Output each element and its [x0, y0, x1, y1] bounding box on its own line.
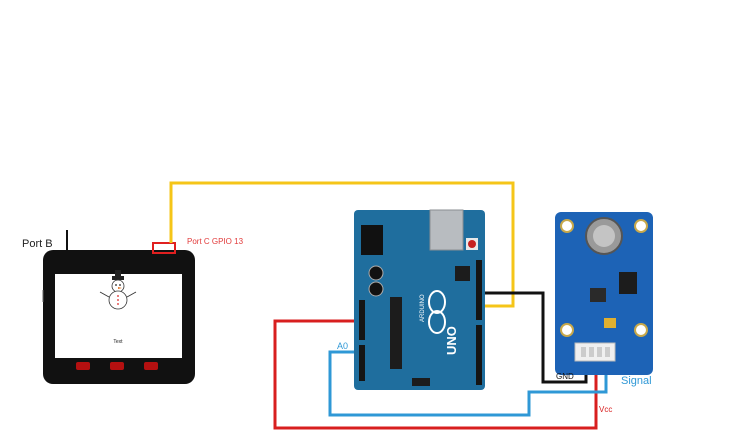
- icsp-header: [412, 378, 430, 386]
- sensor-inductor: [590, 288, 606, 302]
- power-header: [359, 300, 365, 340]
- label-port-c: Port C GPIO 13: [187, 237, 244, 246]
- sensor-cap: [604, 318, 616, 328]
- capacitor-2: [368, 281, 384, 297]
- usb-connector: [429, 209, 464, 251]
- snowman-image: [99, 270, 137, 310]
- wire-red: [273, 319, 598, 430]
- arduino-model-text: UNO: [444, 326, 459, 355]
- usb-chip: [455, 266, 470, 281]
- wire-blue: [328, 350, 608, 417]
- arduino-logo: [428, 290, 446, 334]
- sensor-mount-hole-tl: [560, 219, 574, 233]
- arduino-uno-board: UNO ARDUINO: [354, 209, 485, 390]
- power-jack: [361, 225, 383, 255]
- device-button-a[interactable]: [76, 362, 90, 370]
- label-gnd: GND: [556, 372, 574, 381]
- atmega-chip: [390, 297, 402, 369]
- label-a0: A0: [337, 341, 348, 351]
- wires: [169, 181, 608, 430]
- analog-header: [359, 345, 365, 381]
- label-vcc: Vcc: [599, 405, 612, 414]
- arduino-pcb: [354, 210, 485, 390]
- label-signal: Signal: [621, 375, 652, 387]
- controller-device: Text: [42, 230, 195, 384]
- sensor-mount-hole-bl: [560, 323, 574, 337]
- arduino-brand-text: ARDUINO: [420, 294, 426, 322]
- device-button-b[interactable]: [110, 362, 124, 370]
- label-port-b: Port B: [22, 238, 53, 250]
- sensor-ic: [619, 272, 637, 294]
- port-c-connector: [152, 242, 176, 254]
- sensor-mount-hole-br: [634, 323, 648, 337]
- device-button-c[interactable]: [144, 362, 158, 370]
- digital-header-upper: [476, 260, 482, 320]
- capacitor-1: [368, 265, 384, 281]
- digital-header-lower: [476, 325, 482, 385]
- screen-text: Text: [113, 339, 123, 345]
- wire-yellow: [169, 181, 515, 308]
- gas-sensor-module: [555, 212, 653, 375]
- sensor-mount-hole-tr: [634, 219, 648, 233]
